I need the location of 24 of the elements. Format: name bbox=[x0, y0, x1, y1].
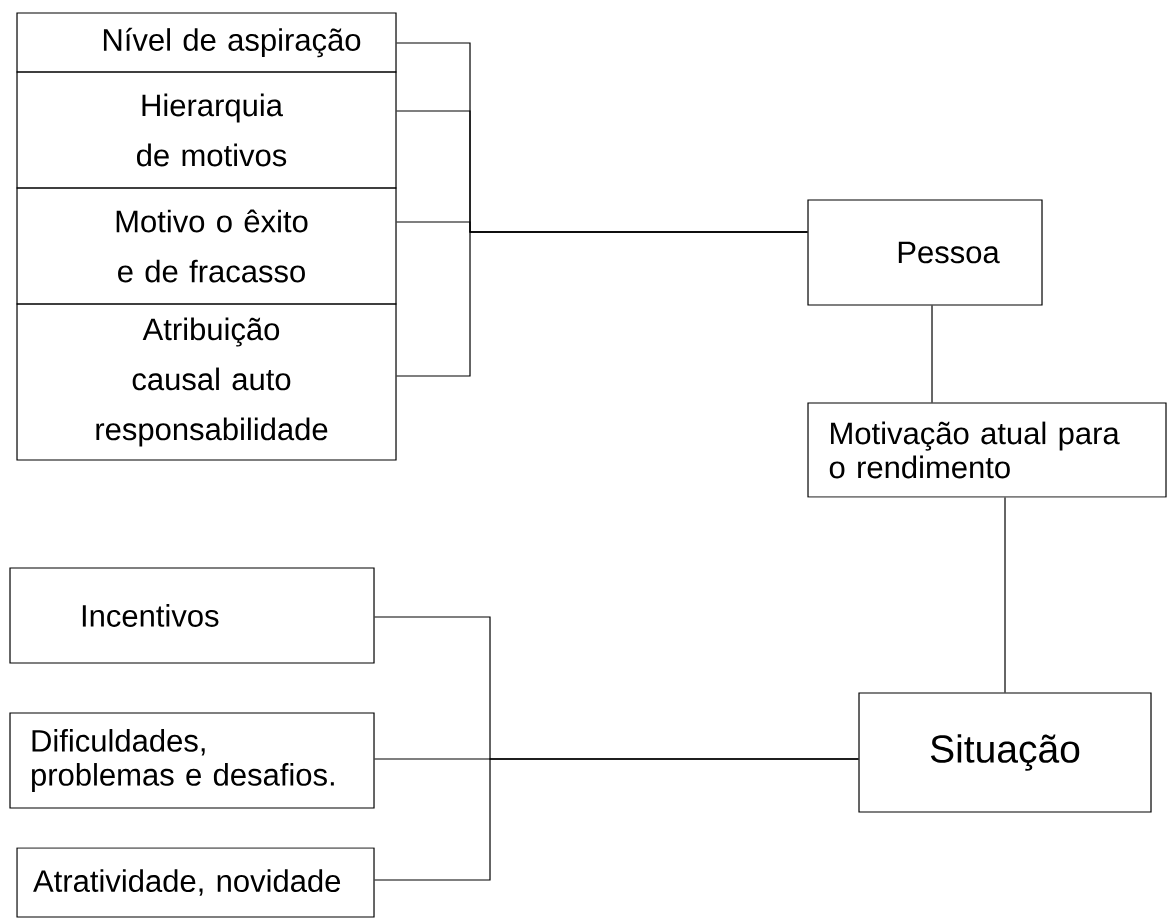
process-box bbox=[16, 12, 397, 73]
connector-line bbox=[1004, 497, 1006, 693]
connector-line bbox=[931, 305, 933, 403]
process-box bbox=[858, 692, 1152, 813]
box-text: Atribuição causal auto responsabilidade bbox=[96, 317, 328, 447]
process-box bbox=[807, 199, 1043, 306]
box-text: Motivação atual para o rendimento bbox=[829, 421, 1120, 479]
process-box bbox=[9, 567, 375, 664]
process-box bbox=[16, 847, 375, 918]
process-box bbox=[16, 187, 397, 305]
box-text: Dificuldades, problemas e desafios. bbox=[32, 729, 334, 792]
process-box bbox=[16, 303, 397, 461]
process-box bbox=[807, 402, 1167, 498]
process-box bbox=[9, 712, 375, 809]
box-text: Nível de aspiração bbox=[103, 27, 361, 58]
box-text: Motivo o êxito e de fracasso bbox=[116, 209, 308, 283]
connector-line bbox=[396, 231, 808, 377]
box-text: Hierarquia de motivos bbox=[137, 93, 287, 167]
connector-line bbox=[374, 758, 859, 881]
box-text: Incentivos bbox=[82, 604, 219, 627]
box-text: Pessoa bbox=[898, 241, 1000, 264]
process-box bbox=[16, 71, 397, 189]
box-text: Situação bbox=[930, 734, 1080, 771]
box-text: Atratividade, novidade bbox=[33, 869, 341, 896]
